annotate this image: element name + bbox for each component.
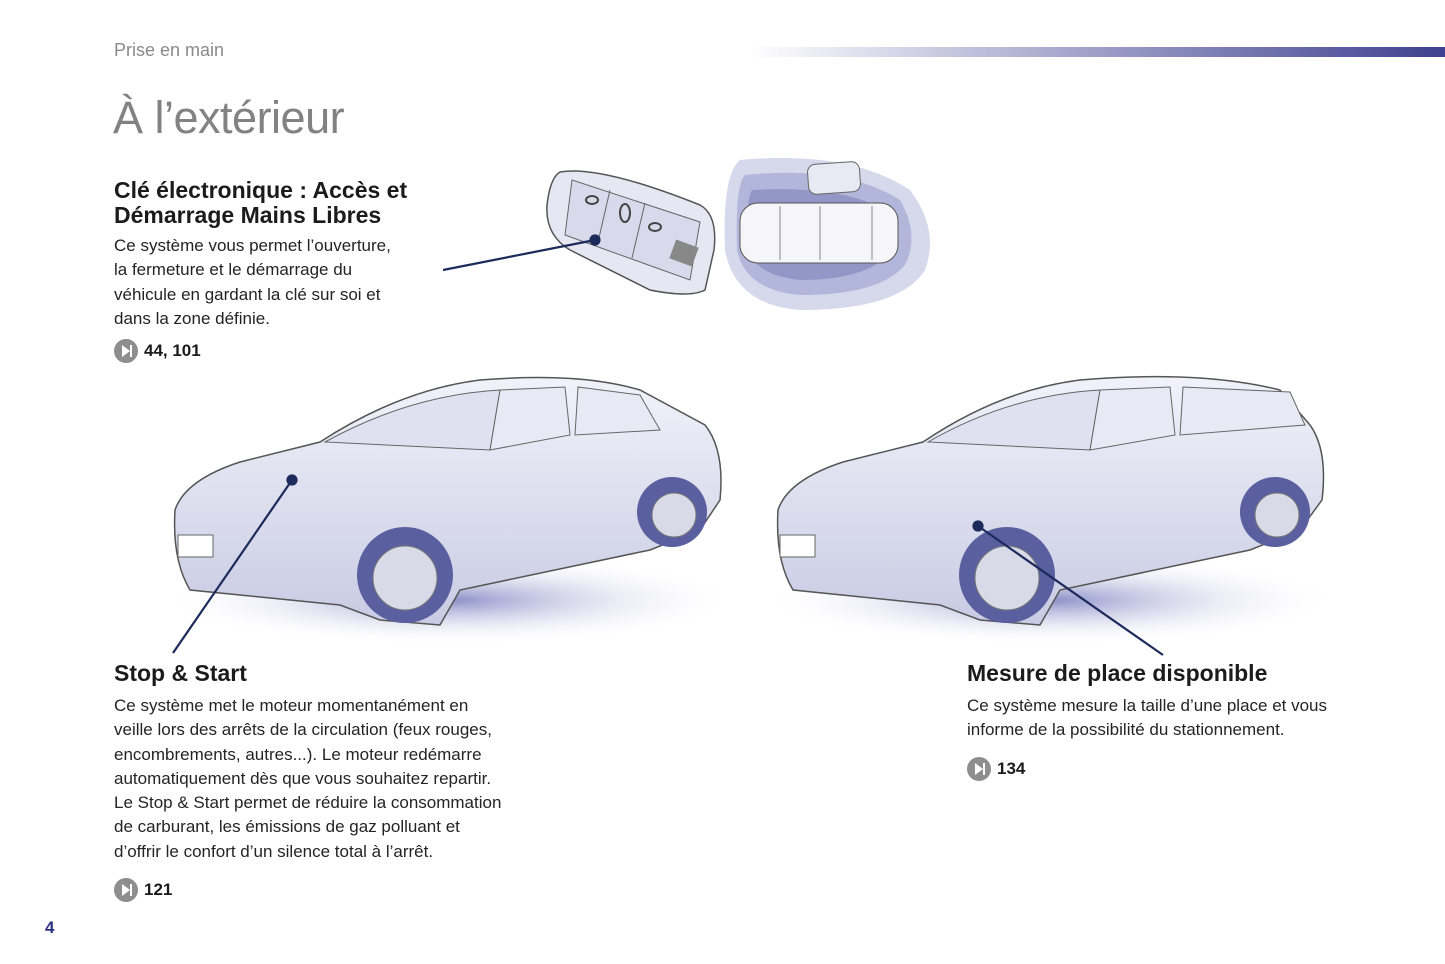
detection-zone-illustration bbox=[724, 158, 930, 310]
leader-line-stop-start bbox=[172, 479, 293, 654]
section-parking-space-sensor: Mesure de place disponible Ce système me… bbox=[967, 661, 1387, 781]
leader-line-key bbox=[442, 238, 596, 272]
section-heading: Mesure de place disponible bbox=[967, 660, 1268, 686]
section-heading: Stop & Start bbox=[114, 660, 247, 686]
page-reference-icon bbox=[967, 756, 991, 781]
section-body: Ce système met le moteur momentanément e… bbox=[114, 696, 502, 861]
key-fob-illustration bbox=[546, 170, 716, 295]
section-body: Ce système vous permet l’ouverture,la fe… bbox=[114, 236, 391, 328]
page-number: 4 bbox=[45, 918, 55, 937]
page-reference-icon bbox=[114, 339, 138, 364]
header-gradient-bar bbox=[750, 47, 1445, 57]
estate-car-illustration bbox=[760, 375, 1340, 645]
leader-line-parking bbox=[977, 525, 1164, 656]
page-title: À l’extérieur bbox=[113, 92, 345, 143]
page-reference[interactable]: 121 bbox=[114, 878, 554, 903]
page-reference[interactable]: 44, 101 bbox=[114, 339, 454, 364]
saloon-car-illustration bbox=[160, 376, 740, 645]
section-body: Ce système mesure la taille d’une place … bbox=[967, 696, 1328, 740]
running-header: Prise en main bbox=[114, 40, 225, 60]
section-stop-start: Stop & Start Ce système met le moteur mo… bbox=[114, 660, 554, 903]
page-reference[interactable]: 134 bbox=[967, 756, 1387, 781]
page-reference-icon bbox=[114, 878, 138, 903]
